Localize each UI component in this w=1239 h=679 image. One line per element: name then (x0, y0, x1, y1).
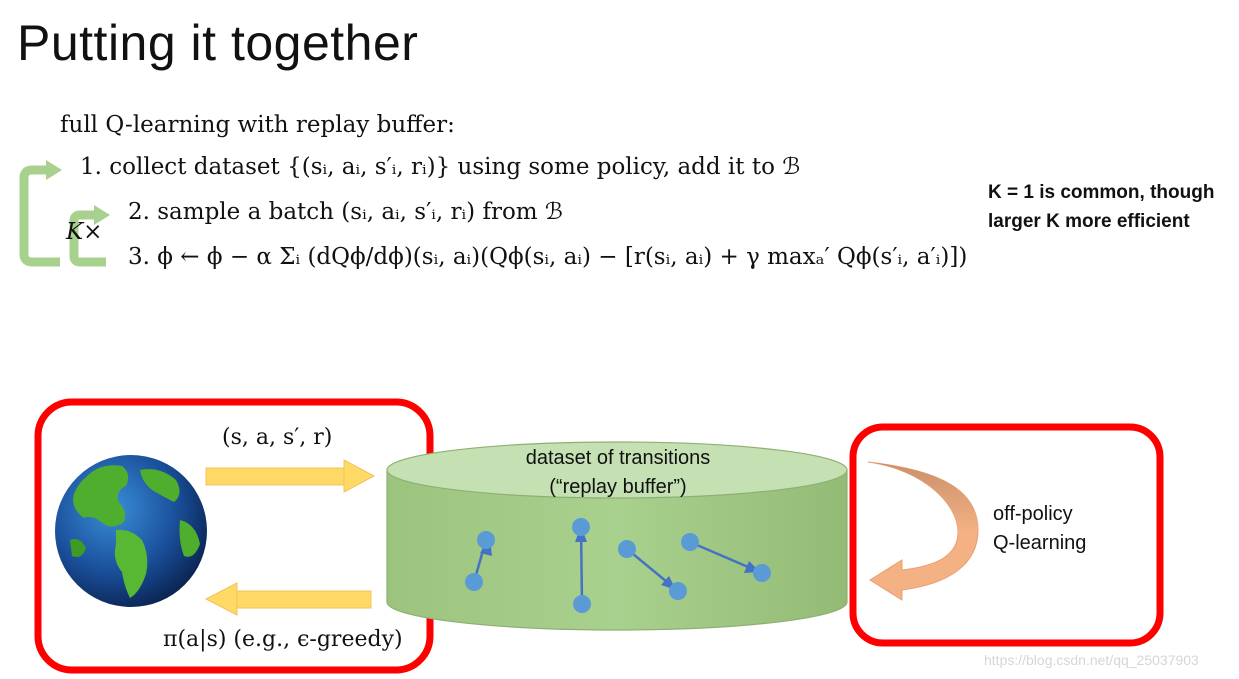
transition-arrow (205, 459, 376, 493)
q-learning-label: off-policy Q-learning (993, 500, 1086, 558)
algorithm-step-2: 2. sample a batch (sᵢ, aᵢ, s′ᵢ, rᵢ) from… (128, 199, 564, 225)
inner-loop-arrow (69, 205, 110, 267)
learner-box (849, 423, 1164, 647)
replay-buffer-label-line-1: dataset of transitions (525, 447, 711, 469)
transition-points (465, 518, 771, 613)
transition-tuple-label: (s, a, s′, r) (222, 425, 333, 450)
algorithm-step-1: 1. collect dataset {(sᵢ, aᵢ, s′ᵢ, rᵢ)} u… (80, 154, 801, 180)
globe-icon (55, 455, 207, 607)
replay-buffer-label-line-2: (“replay buffer”) (549, 476, 687, 498)
algorithm-step-3: 3. ϕ ← ϕ − α Σᵢ (dQϕ/dϕ)(sᵢ, aᵢ)(Qϕ(sᵢ, … (128, 244, 968, 270)
page-title: Putting it together (17, 15, 419, 71)
k-note-line-2: larger K more efficient (988, 211, 1190, 232)
q-learning-label-line-2: Q-learning (993, 532, 1087, 554)
replay-buffer-cylinder (386, 441, 848, 631)
replay-buffer-label: dataset of transitions (“replay buffer”) (500, 444, 736, 502)
watermark: https://blog.csdn.net/qq_25037903 (984, 652, 1199, 668)
curved-learning-arrow (867, 461, 979, 601)
policy-arrow (204, 582, 372, 616)
policy-label: π(a|s) (e.g., ϵ-greedy) (163, 627, 403, 652)
q-learning-label-line-1: off-policy (993, 503, 1073, 525)
repeat-k-label: K× (66, 219, 103, 245)
k-note: K = 1 is common, though larger K more ef… (988, 178, 1214, 236)
k-note-line-1: K = 1 is common, though (988, 182, 1215, 203)
algorithm-intro: full Q-learning with replay buffer: (60, 112, 455, 138)
outer-loop-arrow (19, 160, 62, 267)
